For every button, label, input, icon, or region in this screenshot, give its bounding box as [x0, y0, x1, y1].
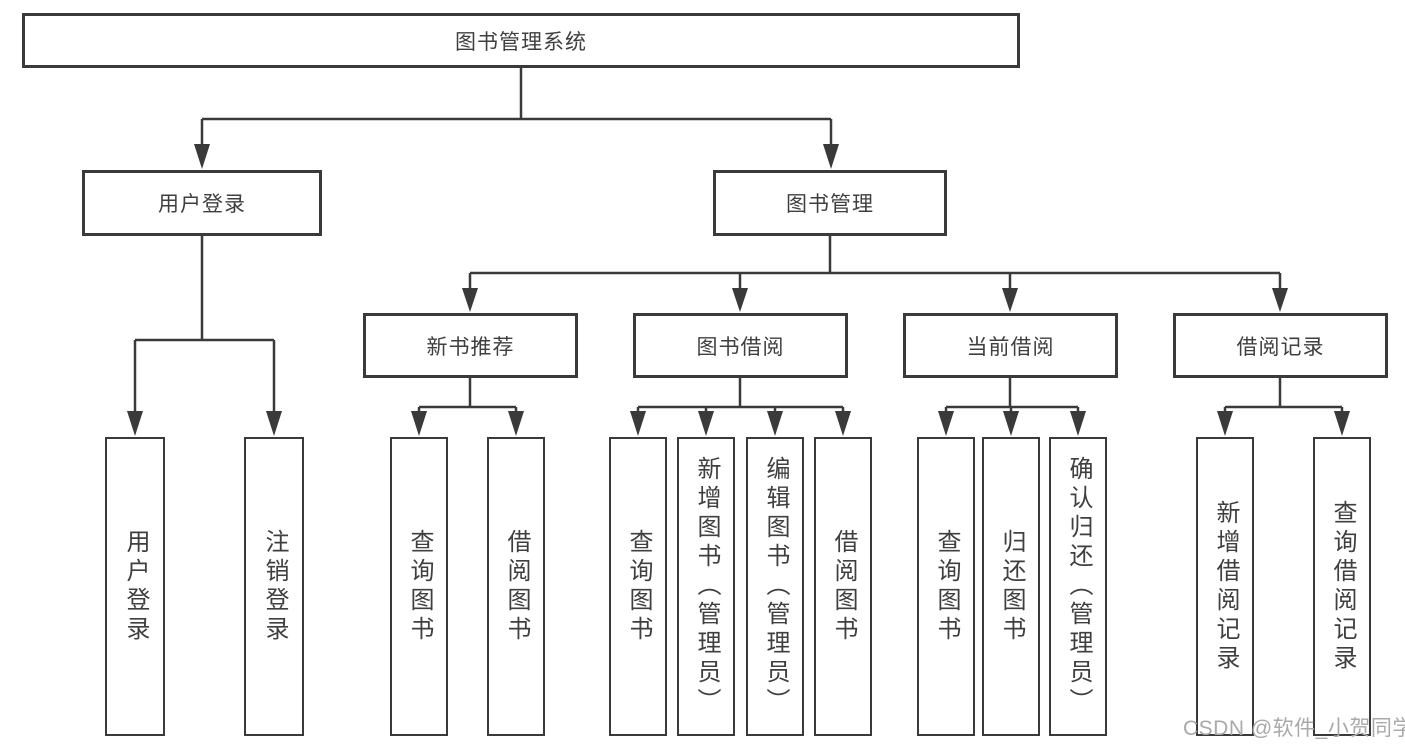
leaf-add-books-admin-label: 新增图书（管理员） [693, 456, 720, 717]
arrow-icon [767, 411, 783, 436]
leaf-query-books-current-label: 查询图书 [933, 528, 960, 645]
leaf-edit-books-admin: 编辑图书（管理员） [746, 437, 804, 736]
node-book-borrow-label: 图书借阅 [696, 335, 785, 359]
leaf-user-login-label: 用户登录 [122, 528, 149, 645]
arrow-icon [630, 411, 646, 436]
leaf-confirm-return-admin-label: 确认归还（管理员） [1065, 456, 1092, 717]
connector-root-to-level1 [200, 68, 833, 146]
leaf-borrow-books-recommend-label: 借阅图书 [503, 528, 530, 645]
node-user-login: 用户登录 [82, 170, 322, 236]
arrow-icon [127, 411, 143, 436]
node-borrow-records: 借阅记录 [1173, 313, 1388, 378]
arrow-icon [823, 144, 839, 169]
arrow-icon [1334, 411, 1350, 436]
leaf-query-borrow-record-label: 查询借阅记录 [1329, 499, 1356, 674]
leaf-query-books-borrow: 查询图书 [609, 437, 667, 736]
arrow-icon [1002, 288, 1018, 312]
leaf-add-borrow-record: 新增借阅记录 [1196, 437, 1254, 736]
connector-newbook-to-leaves [417, 378, 518, 413]
arrow-icon [462, 288, 478, 312]
arrow-icon [411, 411, 427, 436]
arrow-icon [1070, 411, 1086, 436]
arrow-icon [732, 288, 748, 312]
arrow-icon [508, 411, 524, 436]
arrow-icon [266, 411, 282, 436]
connector-bookmgmt-to-level2 [468, 236, 1282, 289]
arrowheads [127, 144, 1350, 436]
leaf-logout-label: 注销登录 [261, 528, 288, 645]
arrow-icon [938, 411, 954, 436]
arrow-icon [1217, 411, 1233, 436]
watermark: CSDN @软件_小贺同学 [1183, 717, 1405, 740]
node-user-login-label: 用户登录 [158, 193, 246, 216]
node-new-book-recommend: 新书推荐 [363, 313, 578, 378]
leaf-query-books-borrow-label: 查询图书 [625, 528, 652, 645]
leaf-borrow-books-recommend: 借阅图书 [487, 437, 545, 736]
leaf-borrow-books: 借阅图书 [814, 437, 872, 736]
connector-borrow-to-leaves [636, 378, 845, 413]
leaf-confirm-return-admin: 确认归还（管理员） [1049, 437, 1107, 736]
leaf-query-books-recommend-label: 查询图书 [406, 528, 433, 645]
leaf-user-login: 用户登录 [105, 437, 165, 736]
connector-paths [133, 68, 1344, 413]
node-current-borrow: 当前借阅 [903, 313, 1118, 378]
node-book-management: 图书管理 [713, 170, 947, 236]
leaf-add-borrow-record-label: 新增借阅记录 [1212, 499, 1239, 674]
arrow-icon [835, 411, 851, 436]
leaf-logout: 注销登录 [244, 437, 304, 736]
arrow-icon [698, 411, 714, 436]
leaf-return-books: 归还图书 [982, 437, 1040, 736]
node-book-borrow: 图书借阅 [633, 313, 848, 378]
node-root-label: 图书管理系统 [455, 30, 587, 54]
connector-records-to-leaves [1223, 378, 1344, 413]
leaf-query-borrow-record: 查询借阅记录 [1313, 437, 1371, 736]
arrow-icon [1003, 411, 1019, 436]
node-current-borrow-label: 当前借阅 [966, 335, 1055, 359]
leaf-query-books-current: 查询图书 [917, 437, 975, 736]
leaf-add-books-admin: 新增图书（管理员） [677, 437, 735, 736]
node-book-management-label: 图书管理 [786, 193, 874, 216]
arrow-icon [1272, 288, 1288, 312]
leaf-return-books-label: 归还图书 [998, 528, 1025, 645]
node-borrow-records-label: 借阅记录 [1236, 335, 1325, 359]
arrow-icon [194, 144, 210, 169]
leaf-query-books-recommend: 查询图书 [390, 437, 448, 736]
connector-userlogin-to-leaves [133, 236, 276, 413]
node-root: 图书管理系统 [22, 13, 1020, 68]
node-new-book-recommend-label: 新书推荐 [426, 335, 515, 359]
leaf-edit-books-admin-label: 编辑图书（管理员） [762, 456, 789, 717]
leaf-borrow-books-label: 借阅图书 [830, 528, 857, 645]
connector-current-to-leaves [944, 378, 1080, 413]
